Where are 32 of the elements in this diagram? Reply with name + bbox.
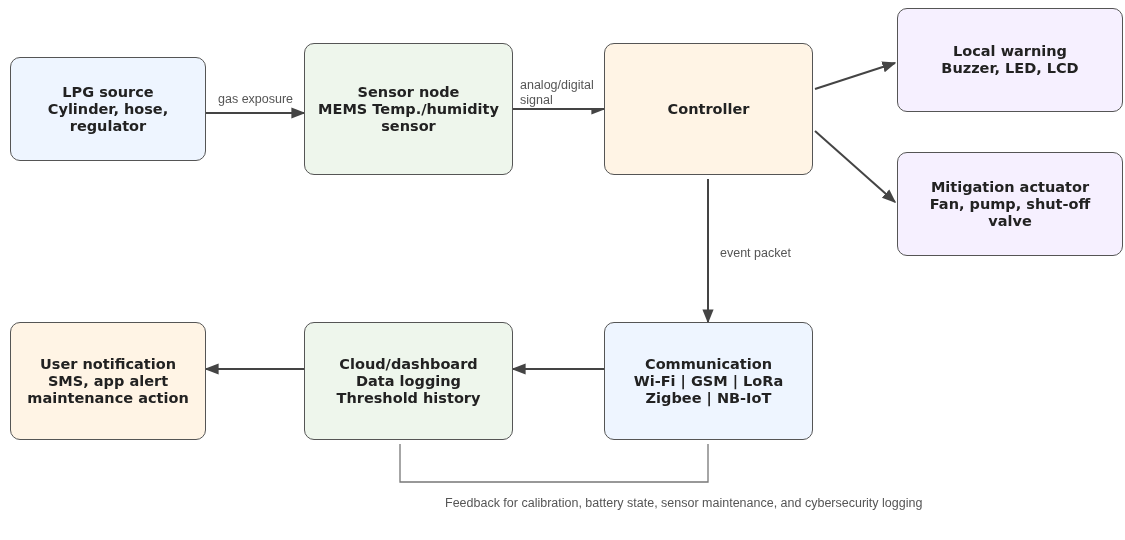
node-text: Data logging Threshold history <box>335 372 482 407</box>
arrow <box>814 61 897 90</box>
node-title: Cloud/dashboard <box>339 355 478 373</box>
edge-label: event packet <box>718 246 793 261</box>
process-box <box>604 43 813 175</box>
node-title: Controller <box>667 100 750 118</box>
edge-label: analog/digital signal <box>518 78 604 108</box>
arrow <box>511 363 605 375</box>
node-title: Local warning <box>953 43 1067 60</box>
arrow <box>204 363 305 375</box>
process-box <box>604 322 813 440</box>
node-title: Communication <box>645 355 772 373</box>
node-title: Sensor node <box>357 83 460 101</box>
node-text: Wi-Fi | GSM | LoRa Zigbee | NB-IoT <box>632 372 785 407</box>
process-box <box>10 322 206 440</box>
node-text: Cylinder, hose, regulator <box>46 100 170 135</box>
arrow <box>814 130 897 203</box>
process-box <box>897 8 1123 112</box>
node-title: LPG source <box>62 83 154 101</box>
arrow <box>702 178 714 324</box>
node-text: SMS, app alert maintenance action <box>26 372 190 407</box>
node-text: MEMS Temp./humidity sensor <box>317 100 500 135</box>
arrow <box>205 107 306 119</box>
node-text: Fan, pump, shut-off valve <box>928 195 1092 230</box>
node-text: Buzzer, LED, LCD <box>941 60 1079 77</box>
process-box <box>10 57 206 161</box>
edge-label: Feedback for calibration, battery state, sensor maintenance, and cybersecurity logging <box>443 496 925 511</box>
process-box <box>304 322 513 440</box>
process-box <box>304 43 513 175</box>
process-box <box>897 152 1123 256</box>
node-title: User notification <box>40 355 176 373</box>
node-title: Mitigation actuator <box>930 178 1090 196</box>
